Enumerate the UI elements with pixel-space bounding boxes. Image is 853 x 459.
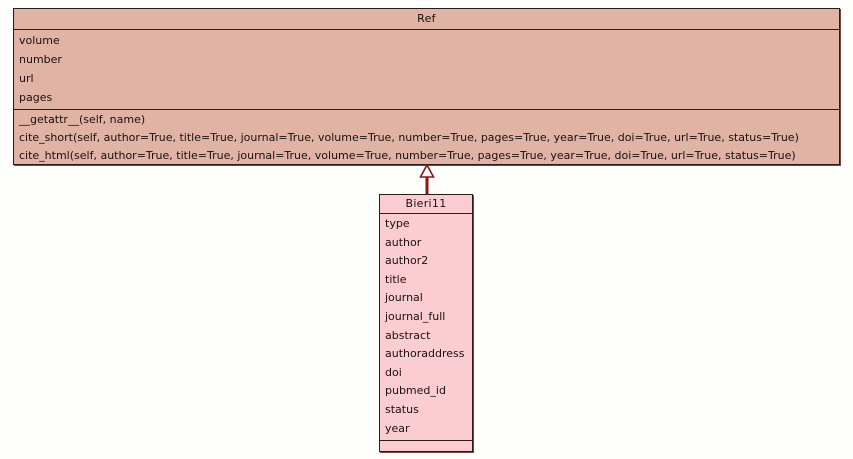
attribute-row: volume <box>19 34 60 47</box>
uml-class-ref[interactable]: Ref volume number url pages __getattr__(… <box>13 8 840 165</box>
attribute-row: year <box>385 421 410 435</box>
method-row: __getattr__(self, name) <box>19 113 146 126</box>
attribute-row: author <box>385 235 422 249</box>
attribute-row: status <box>385 402 419 416</box>
attribute-row: title <box>385 272 407 286</box>
compartment-divider <box>380 213 472 214</box>
methods-compartment-ref: __getattr__(self, name) cite_short(self,… <box>14 110 839 167</box>
class-name-ref: Ref <box>417 12 436 25</box>
compartment-divider <box>380 440 472 442</box>
attribute-row: doi <box>385 365 402 379</box>
uml-class-bieri11[interactable]: Bieri11 type author author2 title journa… <box>379 194 473 452</box>
attribute-row: abstract <box>385 328 431 342</box>
attribute-row: type <box>385 217 410 230</box>
attribute-row: journal_full <box>385 309 446 323</box>
method-row: cite_short(self, author=True, title=True… <box>19 131 799 144</box>
attribute-row: pubmed_id <box>385 384 446 398</box>
attribute-row: journal <box>385 291 423 305</box>
attributes-compartment-bieri11: type author author2 title journal journa… <box>380 214 472 440</box>
attribute-row: author2 <box>385 254 429 268</box>
methods-compartment-bieri11 <box>380 441 472 453</box>
compartment-divider <box>14 29 839 30</box>
generalization-arrow-icon <box>419 164 435 196</box>
attributes-compartment-ref: volume number url pages <box>14 30 839 109</box>
attribute-row: pages <box>19 91 53 104</box>
attribute-row: number <box>19 53 62 66</box>
method-row: cite_html(self, author=True, title=True,… <box>19 149 796 162</box>
attribute-row: authoraddress <box>385 347 465 361</box>
class-name-bieri11: Bieri11 <box>405 197 447 210</box>
compartment-divider <box>14 109 839 110</box>
attribute-row: url <box>19 72 34 85</box>
